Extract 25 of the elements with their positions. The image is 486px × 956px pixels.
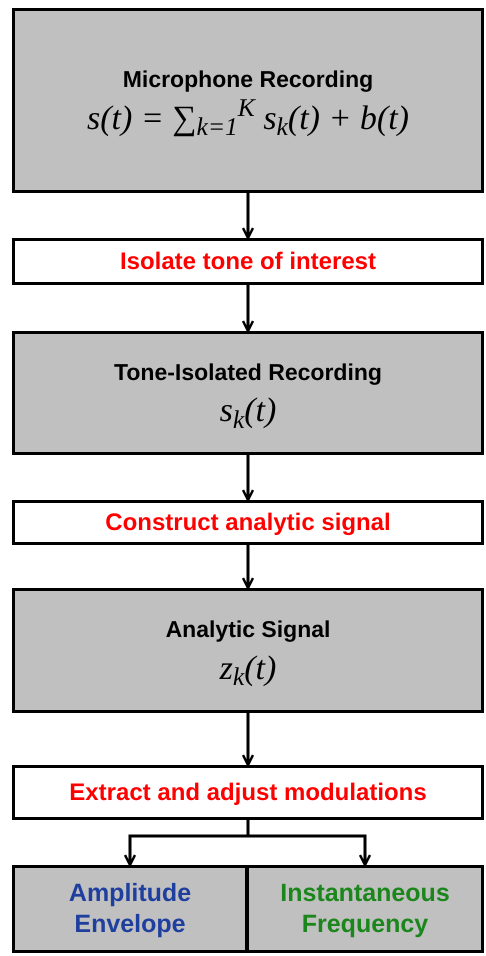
process-box (12, 588, 484, 713)
arrow (242, 713, 254, 766)
box-heading: Tone-Isolated Recording (114, 358, 382, 386)
output-box (12, 865, 248, 953)
arrow (242, 285, 254, 332)
step-label: Construct analytic signal (105, 508, 391, 538)
process-box (12, 8, 484, 193)
arrow (242, 193, 254, 240)
step-box (12, 500, 484, 545)
process-box (12, 331, 484, 455)
box-heading: Amplitude Envelope (68, 878, 192, 940)
formula: s(t) = ∑$_{k=1}$$^{K}$ s$_{k}$(t) + b(t) (87, 102, 409, 136)
box-heading: Analytic Signal (166, 615, 330, 644)
step-box (12, 765, 484, 820)
formula: s$_{k}$(t) (220, 394, 276, 428)
box-heading: Microphone Recording (122, 65, 374, 94)
step-box (12, 238, 484, 285)
step-label: Isolate tone of interest (120, 246, 376, 276)
formula: z$_{k}$(t) (220, 652, 276, 686)
arrow (242, 545, 254, 590)
arrow (246, 820, 372, 866)
arrow (242, 455, 254, 502)
output-box (246, 865, 484, 953)
step-label: Extract and adjust modulations (69, 778, 427, 808)
box-heading: Instantaneous Frequency (279, 878, 451, 940)
